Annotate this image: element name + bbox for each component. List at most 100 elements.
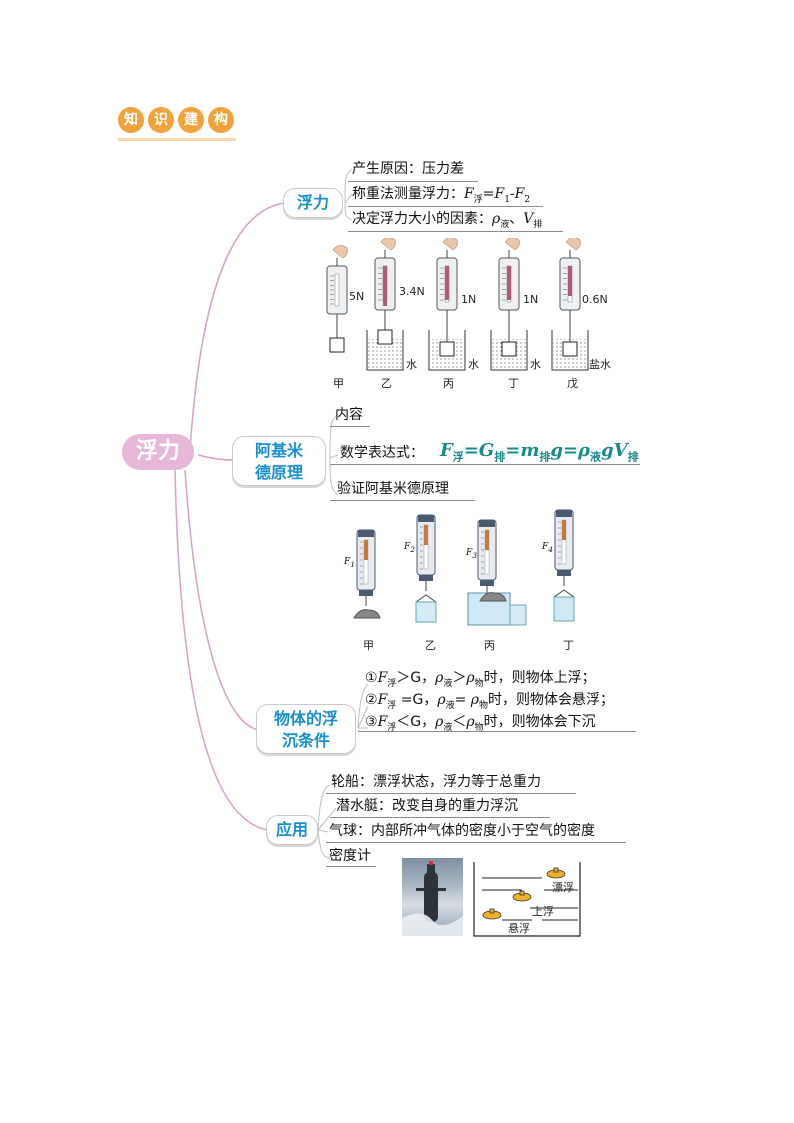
mini-submarine (482, 867, 566, 920)
app-balloon: 气球：内部所冲气体的密度小于空气的密度 (329, 823, 595, 839)
weighing-method: 称重法测量浮力：F浮=F1-F2 (352, 185, 530, 209)
spring-scale-figure-1 (326, 238, 589, 371)
beaker (366, 330, 404, 371)
cup (509, 604, 527, 626)
archimedes-content: 内容 (335, 407, 363, 423)
reading-label: 0.6N (582, 293, 608, 306)
condition-suspend: ②F浮 =G，ρ液= ρ物时，则物体会悬浮； (365, 692, 615, 711)
scale-indicator (485, 530, 489, 550)
scale-base (557, 570, 571, 576)
fig1-caption: 乙 (381, 377, 392, 390)
fig1-caption: 丁 (508, 377, 519, 390)
fig1-caption: 丙 (443, 377, 454, 390)
hanger (553, 589, 575, 598)
block (377, 329, 393, 345)
node-archimedes[interactable]: 阿基米 德原理 (232, 436, 326, 486)
archimedes-experiment-figure (353, 509, 575, 626)
scale-indicator (445, 266, 449, 300)
hanger (415, 594, 437, 603)
force-label: F2 (404, 542, 416, 554)
scale-indicator (568, 266, 572, 296)
underline (330, 500, 475, 501)
hand (565, 238, 581, 251)
liquid-label: 盐水 (589, 358, 611, 371)
fig1-caption: 戊 (567, 377, 578, 390)
archimedes-formula: F浮=G排=m排g=ρ液gV排 (440, 440, 639, 464)
node-archimedes-line2: 德原理 (254, 463, 303, 482)
underline (348, 231, 563, 232)
liquid-label: 水 (406, 358, 417, 371)
factors-label: 决定浮力大小的因素： (352, 211, 492, 227)
node-sink-float-line2: 沉条件 (281, 731, 330, 750)
header-underline (118, 138, 236, 141)
root-node[interactable]: 浮力 (122, 434, 194, 470)
factors: 决定浮力大小的因素：ρ液、V排 (352, 211, 543, 230)
underline (348, 181, 478, 182)
node-sink-float-line1: 物体的浮 (273, 709, 338, 728)
scale-indicator (507, 266, 511, 300)
app-hydrometer: 密度计 (329, 848, 371, 864)
condition-float: ①F浮＞G，ρ液＞ρ物时，则物体上浮； (365, 670, 596, 689)
fig2-caption: 丁 (563, 639, 574, 652)
math-expression-label: 数学表达式： (340, 445, 424, 461)
app-ship: 轮船：漂浮状态，浮力等于总重力 (331, 774, 541, 790)
block (329, 337, 345, 353)
verify-archimedes: 验证阿基米德原理 (337, 481, 449, 497)
block (562, 341, 578, 357)
force-label: F4 (542, 542, 554, 554)
force-label: F1 (344, 557, 356, 569)
beaker (490, 330, 528, 371)
condition-sink: ③F浮＜G，ρ液＜ρ物时，则物体会下沉 (365, 714, 596, 733)
state-floating: 漂浮 (552, 881, 574, 894)
hand (504, 238, 520, 251)
scale-cap (358, 530, 374, 537)
underline (348, 206, 543, 207)
liquid-label: 水 (468, 358, 479, 371)
underline (330, 464, 640, 465)
rock (353, 609, 381, 619)
header-char: 构 (208, 107, 234, 133)
cup (553, 596, 575, 622)
scale-indicator (364, 540, 368, 560)
reading-label: 1N (461, 293, 477, 306)
app-submarine: 潜水艇：改变自身的重力浮沉 (336, 798, 518, 814)
fig2-caption: 丙 (484, 639, 495, 652)
scale-cap (556, 510, 572, 517)
hand (442, 238, 458, 251)
submarine-states-diagram (473, 862, 581, 937)
underline (326, 793, 576, 794)
scale-base (359, 590, 373, 596)
fig2-caption: 甲 (363, 639, 374, 652)
header-char: 建 (178, 107, 204, 133)
underline (326, 842, 626, 843)
fig1-caption: 甲 (333, 377, 344, 390)
weighing-label: 称重法测量浮力： (352, 186, 464, 202)
underline (330, 426, 370, 427)
state-rising: 上浮 (532, 905, 554, 918)
node-application[interactable]: 应用 (266, 815, 318, 845)
cause-text: 产生原因：压力差 (352, 161, 464, 177)
block (501, 341, 517, 357)
scale-cap (479, 520, 495, 527)
reading-label: 1N (523, 293, 539, 306)
node-buoyancy[interactable]: 浮力 (283, 188, 343, 218)
reading-label: 5N (349, 290, 365, 303)
beaker (428, 330, 466, 371)
hand (332, 245, 348, 259)
fig2-caption: 乙 (425, 639, 436, 652)
node-archimedes-line1: 阿基米 (254, 441, 303, 460)
underline (358, 731, 636, 732)
node-sink-float[interactable]: 物体的浮 沉条件 (256, 704, 356, 754)
rock (479, 592, 507, 602)
scale-base (419, 575, 433, 581)
reading-label: 3.4N (399, 285, 425, 298)
cup (415, 601, 437, 623)
underline (326, 866, 376, 867)
beaker (551, 330, 589, 371)
header-char: 知 (118, 107, 144, 133)
header-char: 识 (148, 107, 174, 133)
scale-base (480, 580, 494, 586)
hand (380, 238, 396, 251)
underline (330, 817, 550, 818)
